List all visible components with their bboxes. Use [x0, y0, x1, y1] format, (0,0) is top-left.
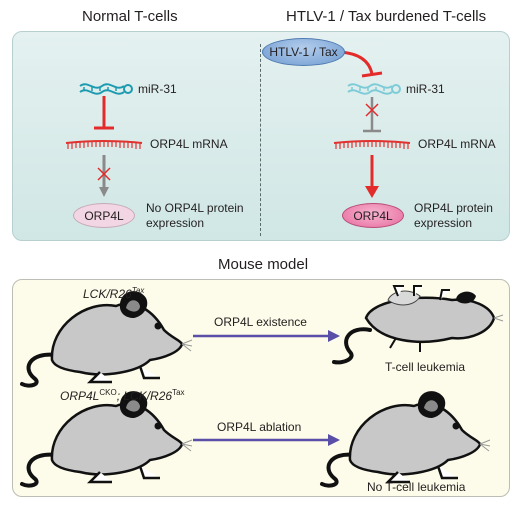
- mouse-icon-2: [20, 391, 193, 488]
- mrna-strand-icon: [65, 140, 143, 149]
- virus-inhibition-arrow: [339, 50, 383, 78]
- orp4l-protein-pale: ORP4L: [73, 203, 135, 228]
- orp4l-protein-strong: ORP4L: [342, 203, 404, 228]
- mrna-strand-icon-right: [333, 140, 411, 149]
- mirna-hairpin-faded-icon: [347, 83, 401, 95]
- heading-htlv-tax-t-cells: HTLV-1 / Tax burdened T-cells: [286, 8, 487, 25]
- genotype2-b-sup: Tax: [172, 388, 185, 397]
- mouse-arrow-2: [193, 434, 340, 446]
- arrow1-label: ORP4L existence: [214, 315, 307, 329]
- arrow2-label: ORP4L ablation: [217, 420, 302, 434]
- htlv-tax-pill: HTLV-1 / Tax: [262, 38, 345, 66]
- genotype2-a-sup: CKO: [99, 388, 117, 397]
- no-protein-line2: expression: [146, 216, 205, 230]
- blocked-translation-arrow: [97, 155, 111, 197]
- inhibition-arrow-gray-blocked: [363, 97, 381, 133]
- label-no-protein-expression: No ORP4L protein expression: [146, 201, 244, 231]
- label-orp4l-mrna-right: ORP4L mRNA: [418, 137, 496, 151]
- sick-mouse-icon: [332, 285, 504, 365]
- mouse-icon-1: [20, 291, 193, 388]
- outcome2-label: No T-cell leukemia: [367, 480, 466, 494]
- mouse-arrow-1: [193, 330, 340, 342]
- outcome1-label: T-cell leukemia: [385, 360, 466, 374]
- genotype2-b: ; LCK/R26: [116, 389, 173, 403]
- genotype1-sup: Tax: [131, 286, 145, 295]
- orp4l-protein-label: ORP4L: [84, 208, 124, 223]
- orp4l-protein-label-right: ORP4L: [353, 208, 393, 223]
- healthy-mouse-icon: [320, 391, 491, 488]
- no-protein-line1: No ORP4L protein: [146, 201, 244, 215]
- genotype-label-1: LCK/R26Tax: [83, 286, 144, 301]
- htlv-tax-label: HTLV-1 / Tax: [269, 45, 338, 59]
- genotype1-base: LCK/R26: [83, 287, 132, 301]
- mirna-hairpin-icon: [79, 83, 133, 95]
- heading-normal-t-cells: Normal T-cells: [82, 8, 178, 25]
- inhibition-arrow-red: [94, 96, 114, 130]
- genotype2-a: ORP4L: [60, 389, 100, 403]
- label-orp4l-mrna-left: ORP4L mRNA: [150, 137, 228, 151]
- heading-mouse-model: Mouse model: [218, 256, 309, 273]
- genotype-label-2: ORP4LCKO; LCK/R26Tax: [60, 388, 185, 403]
- protein-line1: ORP4L protein: [414, 201, 493, 215]
- label-protein-expression: ORP4L protein expression: [414, 201, 493, 231]
- protein-line2: expression: [414, 216, 473, 230]
- translation-arrow-red: [365, 155, 379, 198]
- panel-divider: [260, 44, 261, 236]
- label-mir31-left: miR-31: [138, 82, 177, 96]
- label-mir31-right: miR-31: [406, 82, 445, 96]
